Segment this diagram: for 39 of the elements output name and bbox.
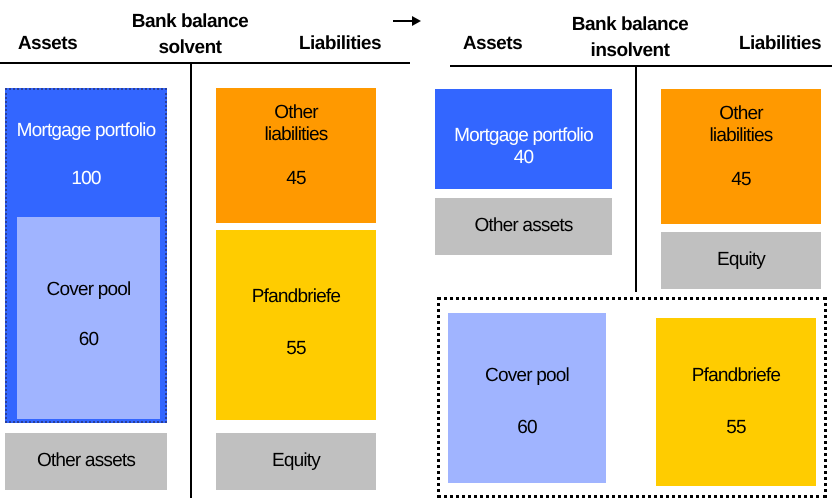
asset-block — [435, 198, 612, 255]
asset-block — [448, 313, 606, 483]
column-heading: Assets — [462, 32, 524, 56]
liability-block — [216, 433, 376, 490]
amount-value: 60 — [517, 417, 537, 439]
amount-value: 100 — [71, 168, 101, 190]
ring-fenced-frame — [437, 297, 827, 498]
block-label: Other assets — [474, 215, 573, 237]
amount-value: 55 — [726, 417, 746, 439]
amount-value: 45 — [731, 169, 751, 191]
column-heading: Liabilities — [298, 32, 382, 56]
amount-value: 60 — [78, 329, 98, 351]
amount-value: 45 — [286, 168, 306, 190]
block-label: Cover pool — [46, 279, 130, 301]
block-label: Other liabilities — [708, 103, 774, 147]
balance-title: Bank balance insolvent — [570, 13, 690, 63]
asset-block — [17, 217, 160, 419]
block-label: Pfandbriefe — [252, 286, 340, 308]
block-label: Mortgage portfolio — [16, 120, 156, 142]
block-label: Equity — [716, 249, 765, 271]
column-heading: Liabilities — [738, 32, 822, 56]
liability-block — [656, 318, 816, 486]
amount-value: 55 — [286, 338, 306, 360]
asset-block — [5, 88, 167, 423]
liability-block — [661, 89, 821, 224]
block-label: Mortgage portfolio — [454, 125, 593, 147]
asset-block — [5, 433, 167, 490]
block-label: Other assets — [36, 450, 136, 472]
block-label: Pfandbriefe — [692, 365, 780, 387]
balance-title: Bank balance solvent — [130, 10, 250, 60]
block-label: Equity — [272, 450, 320, 472]
asset-block — [435, 89, 612, 189]
liability-block — [216, 88, 376, 223]
liability-block — [661, 232, 821, 289]
block-label: Cover pool — [485, 365, 569, 387]
block-label: Other liabilities — [263, 102, 328, 146]
amount-value: 40 — [514, 147, 534, 169]
liability-block — [216, 230, 376, 420]
column-heading: Assets — [16, 32, 78, 56]
